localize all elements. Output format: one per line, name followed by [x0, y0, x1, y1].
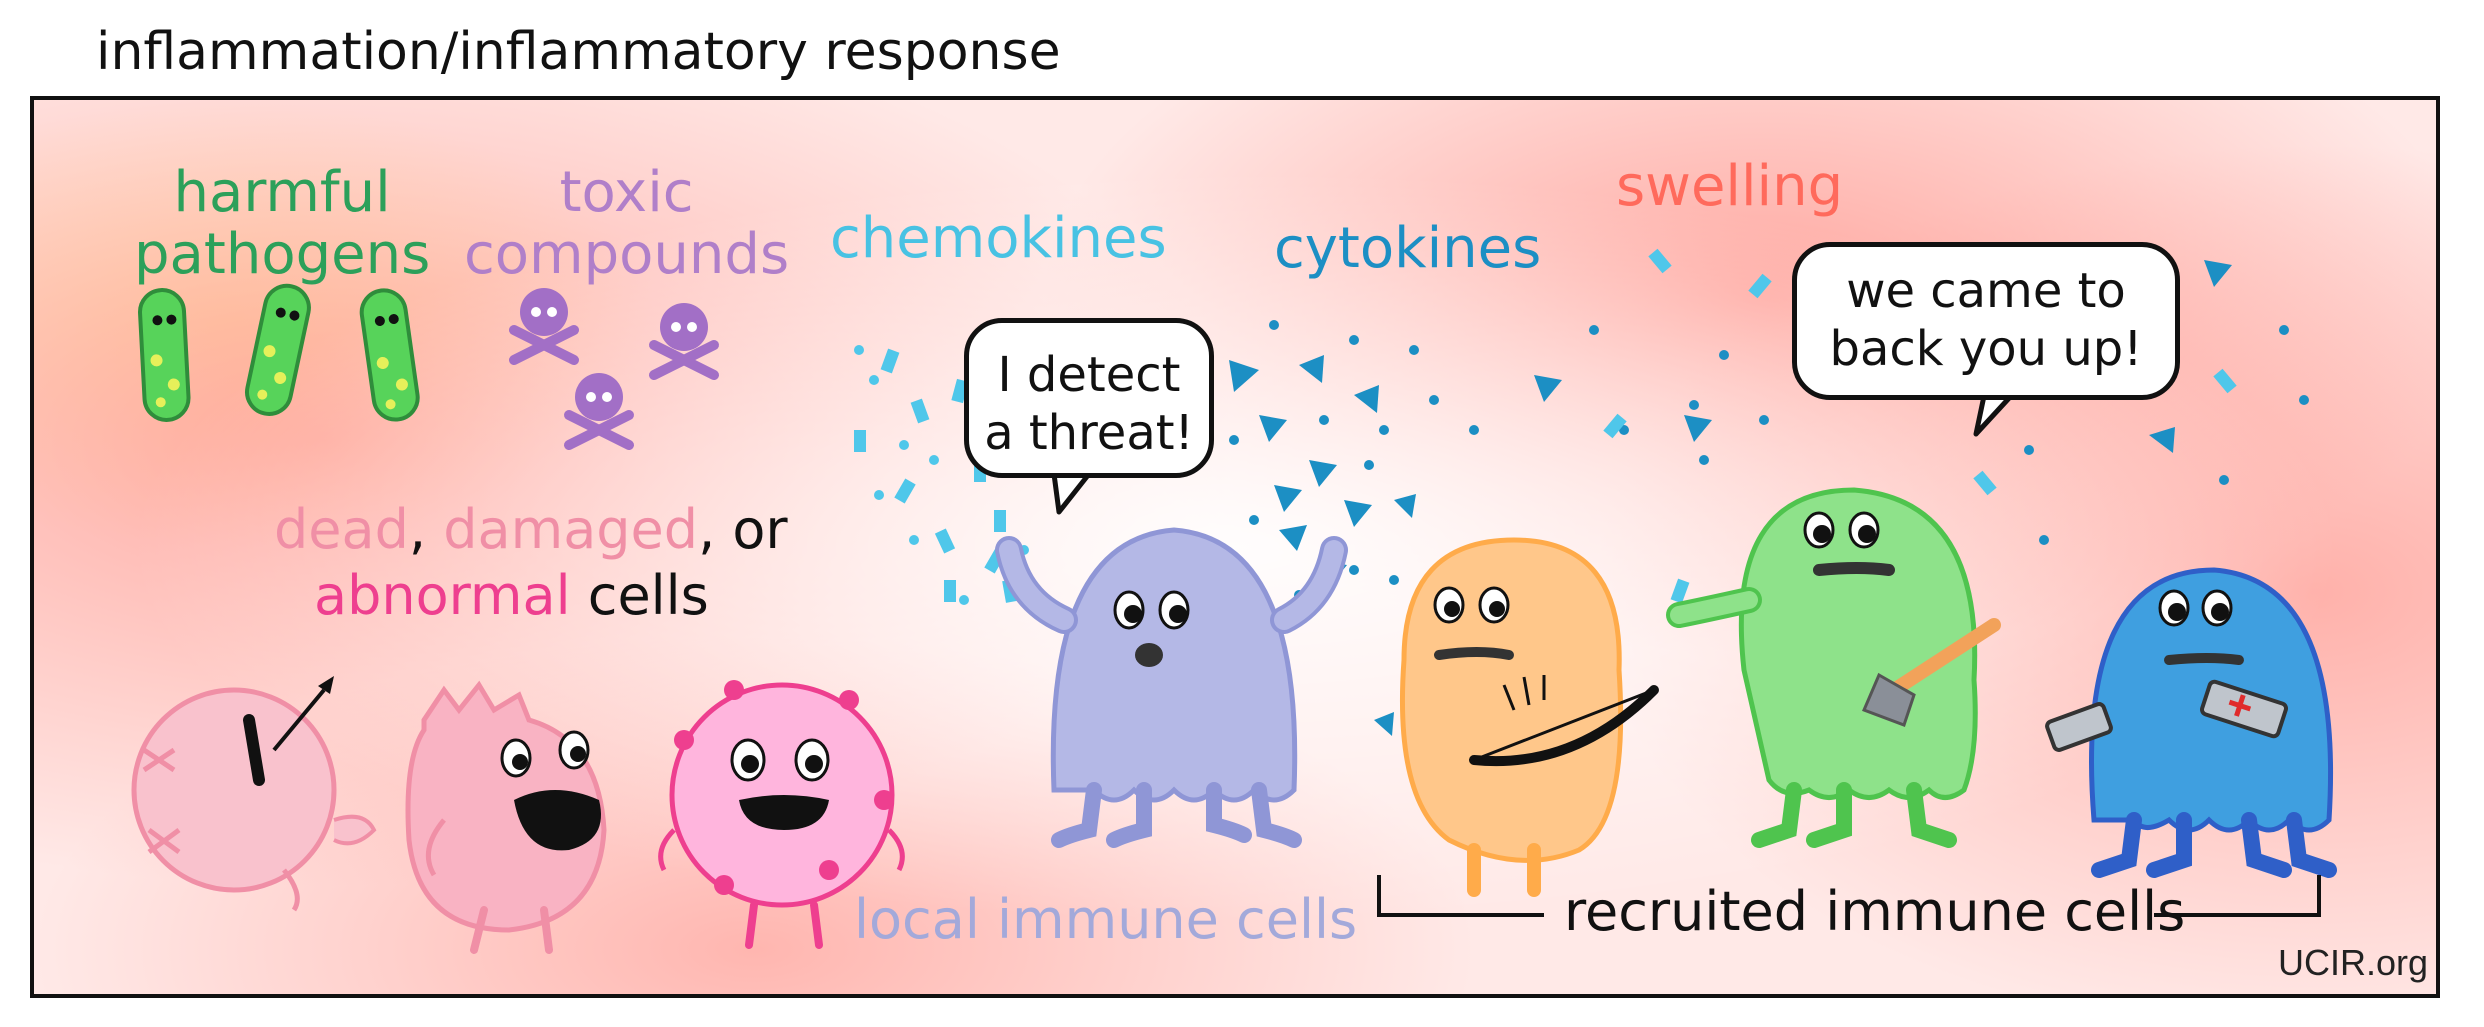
skull-crossbones-icon: [509, 288, 579, 365]
watermark[interactable]: UCIR.org: [2277, 942, 2428, 983]
dead-cell: [131, 676, 377, 912]
label-dead: dead: [274, 498, 409, 561]
label-harmful-line2: pathogens: [134, 221, 431, 287]
speech-bubble-recruited: we came to back you up!: [1792, 242, 2180, 400]
label-local-immune-cells: local immune cells: [854, 888, 1358, 951]
battery-icon: [2045, 702, 2113, 752]
bacteria-icon: [359, 288, 420, 422]
label-toxic-line1: toxic: [559, 160, 694, 225]
diagram-title: inflammation/inflammatory response: [96, 22, 1061, 82]
chemokine-particles: [854, 345, 1029, 605]
label-chemokines: chemokines: [830, 206, 1167, 271]
arrow-icon: [272, 676, 334, 752]
recruited-bracket: [1377, 875, 2321, 917]
skull-crossbones-icon: [649, 303, 719, 380]
label-cells: cells: [587, 564, 709, 627]
archer-immune-cell: [1399, 537, 1659, 897]
label-cytokines: cytokines: [1274, 216, 1542, 281]
label-dead-damaged-line: dead, damaged, or: [274, 500, 788, 559]
label-harmful-line1: harmful: [173, 160, 391, 225]
hammer-icon: [1862, 618, 2001, 727]
label-abnormal-cells-line: abnormal cells: [314, 566, 709, 625]
label-comma: ,: [408, 498, 427, 561]
speech-local-line2: a threat!: [984, 404, 1194, 461]
speech-bubble-local: I detect a threat!: [964, 318, 1214, 478]
diagram-frame: harmful pathogens toxic compounds chemok…: [30, 96, 2440, 998]
swelling-particles: [1603, 248, 2237, 604]
speech-tail-local: [1051, 472, 1091, 515]
battery-icon: [2200, 679, 2288, 739]
skull-crossbones-icon: [564, 373, 634, 450]
speech-recruited-line1: we came to: [1846, 263, 2126, 319]
damaged-cell: [405, 680, 607, 954]
label-harmful-pathogens: harmful pathogens: [134, 162, 430, 285]
label-abnormal: abnormal: [314, 564, 571, 627]
illustration-layer: [131, 248, 2337, 954]
label-toxic-compounds: toxic compounds: [464, 162, 789, 285]
label-toxic-line2: compounds: [464, 221, 790, 287]
bacteria-icon: [245, 283, 311, 416]
speech-recruited-line2: back you up!: [1829, 320, 2143, 377]
label-recruited-immune-cells: recruited immune cells: [1564, 880, 2186, 943]
label-swelling: swelling: [1616, 154, 1844, 219]
battery-immune-cell: [2045, 567, 2337, 878]
bacteria-icon: [138, 288, 191, 422]
label-damaged: damaged: [443, 498, 699, 561]
hammer-immune-cell: [1666, 487, 2001, 848]
label-or: , or: [698, 498, 788, 561]
bow-arrow-icon: [1469, 675, 1659, 767]
speech-local-line1: I detect: [997, 347, 1181, 403]
speech-tail-recruited: [1973, 394, 2013, 437]
local-immune-cell: [995, 527, 1348, 848]
abnormal-cell: [658, 680, 905, 949]
